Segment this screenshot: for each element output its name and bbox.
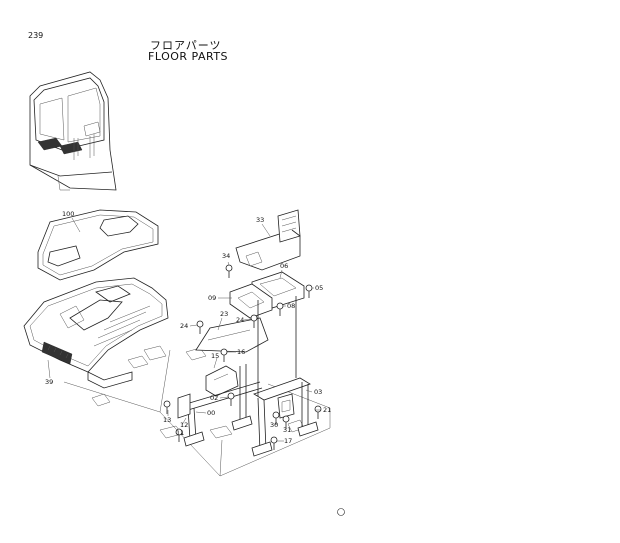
- bolt-02: [227, 392, 235, 406]
- callout-39: 39: [45, 378, 53, 386]
- panel-23: [195, 317, 269, 353]
- callout-13: 13: [163, 416, 171, 424]
- bolt-24a: [196, 320, 204, 334]
- callout-33: 33: [256, 216, 264, 224]
- bolt-21: [314, 405, 322, 419]
- title-english: FLOOR PARTS: [148, 50, 229, 63]
- bolt-34: [225, 264, 233, 278]
- bracket-15: [205, 365, 239, 397]
- callout-03: 03: [314, 388, 322, 396]
- bolt-11: [175, 428, 183, 442]
- callout-23: 23: [220, 310, 228, 318]
- callout-30: 30: [270, 421, 278, 429]
- callout-24a: 24: [180, 322, 188, 330]
- callout-12: 12: [180, 421, 188, 429]
- cab-thumbnail: [29, 71, 117, 191]
- callout-05: 05: [315, 284, 323, 292]
- page-number: 239: [28, 31, 44, 40]
- callout-21: 21: [323, 406, 331, 414]
- callout-17: 17: [284, 437, 292, 445]
- bolt-30: [272, 411, 280, 425]
- callout-09: 09: [208, 294, 216, 302]
- bolt-08: [276, 302, 284, 316]
- circled-mark: [337, 508, 345, 516]
- callout-16: 16: [237, 348, 245, 356]
- bracket-33: [235, 209, 301, 271]
- floor-plate: [23, 277, 169, 389]
- floor-mat: [37, 209, 159, 281]
- callout-08: 08: [287, 302, 295, 310]
- bolt-05: [305, 284, 313, 298]
- bolt-31: [282, 415, 290, 429]
- frame-00: [177, 364, 263, 447]
- frame-03: [251, 296, 319, 457]
- callout-06: 06: [280, 262, 288, 270]
- callouts: 100 33 34 06 05 09 08 23 24 24 39 15 16 …: [45, 210, 331, 445]
- callout-15: 15: [211, 352, 219, 360]
- bracket-06: [229, 271, 305, 319]
- title-japanese: フロアパーツ: [150, 39, 222, 52]
- callout-34: 34: [222, 252, 230, 260]
- bolt-24b: [250, 314, 258, 328]
- callout-00: 00: [207, 409, 215, 417]
- base-frame: [63, 345, 331, 477]
- callout-02: 02: [210, 394, 218, 402]
- callout-24b: 24: [236, 316, 244, 324]
- callout-100: 100: [62, 210, 74, 218]
- bolt-17: [270, 436, 278, 450]
- callout-11: 11: [176, 429, 184, 437]
- bolt-16: [220, 348, 228, 362]
- leader-lines: [47, 217, 321, 442]
- bolts: [163, 264, 322, 450]
- callout-31: 31: [283, 426, 291, 434]
- bolt-13: [163, 400, 171, 414]
